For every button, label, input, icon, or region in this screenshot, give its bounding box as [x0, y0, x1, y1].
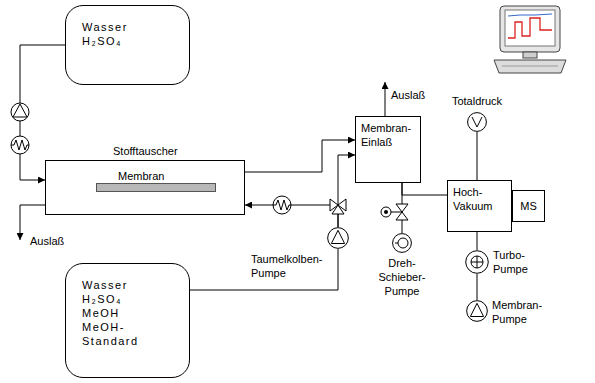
symbol-outline — [466, 300, 488, 322]
node-text: H₂SO₄ — [82, 34, 159, 48]
node-text: MeOH-Standard — [82, 320, 159, 348]
node-text: Wasser — [82, 278, 159, 292]
flow-line — [477, 132, 478, 180]
pump-symbol: Dreh-Schieber-Pumpe — [392, 233, 412, 253]
three-way-valve-symbol — [330, 199, 346, 214]
heat-exchanger-symbol — [11, 136, 29, 154]
membrane-bar — [96, 183, 216, 192]
vacuum-chamber-box: Hoch-Vakuum — [447, 180, 512, 232]
outlet-line — [385, 82, 386, 116]
symbol-outline — [392, 233, 412, 253]
symbol-outline — [467, 112, 487, 132]
process-box: Membran-Einlaß — [355, 116, 421, 183]
flow-line — [477, 274, 478, 300]
pressure-gauge: Totaldruck — [467, 112, 487, 132]
shutoff-valve-symbol — [381, 204, 408, 220]
heat-exchanger-symbol — [273, 196, 291, 214]
outlet-label: Auslaß — [391, 88, 425, 102]
node-text: MeOH — [82, 306, 159, 320]
flow-line — [245, 205, 338, 227]
membrane-part: Membran — [96, 169, 216, 199]
computer-illustration — [494, 6, 566, 73]
storage-tank: WasserH₂SO₄MeOHMeOH-Standard — [65, 263, 190, 378]
node-text: MS — [513, 199, 544, 213]
node-text: Membran — [118, 169, 216, 183]
node-label: Taumelkolben-Pumpe — [251, 252, 333, 280]
node-label: Turbo-Pumpe — [493, 248, 545, 276]
mass-exchanger-box: StofftauscherMembran — [45, 160, 245, 215]
storage-tank: WasserH₂SO₄ — [65, 5, 190, 85]
node-label: Stofftauscher — [113, 144, 203, 158]
pump-symbol: Membran-Pumpe — [466, 300, 488, 322]
node-text: H₂SO₄ — [82, 292, 159, 306]
pump-symbol: Turbo-Pumpe — [465, 250, 489, 274]
symbol-outline — [465, 250, 489, 274]
pump-symbol: Taumelkolben-Pumpe — [327, 227, 349, 249]
flow-line — [477, 232, 478, 250]
node-label: Dreh-Schieber-Pumpe — [374, 256, 430, 298]
flow-line — [402, 183, 447, 195]
feed-pump-symbol — [11, 103, 29, 121]
node-text: Wasser — [82, 20, 159, 34]
symbol-outline — [327, 227, 349, 249]
node-label: Totaldruck — [442, 94, 512, 108]
outlet-label: Auslaß — [30, 234, 64, 248]
flow-line — [190, 249, 338, 290]
flow-line — [338, 155, 355, 227]
node-label: Membran-Pumpe — [492, 298, 554, 326]
node-text: Hoch-Vakuum — [453, 185, 506, 213]
node-text: Membran-Einlaß — [361, 121, 415, 149]
mass-spectrometer-box: MS — [512, 190, 545, 222]
